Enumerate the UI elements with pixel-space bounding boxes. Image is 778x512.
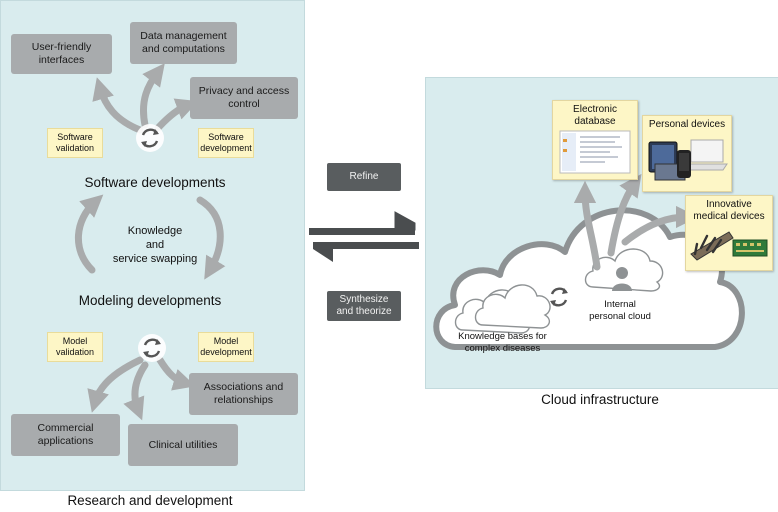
electronic-database-card: Electronic database (552, 100, 638, 180)
research-development-title: Research and development (67, 493, 233, 508)
database-screenshot-icon (559, 130, 631, 174)
medical-devices-icon (690, 231, 768, 261)
software-developments-label: Software developments (84, 175, 226, 190)
modeling-developments-label: Modeling developments (78, 293, 222, 308)
clinical-utilities-box: Clinical utilities (128, 424, 238, 466)
associations-relationships-box: Associations and relationships (189, 373, 298, 415)
person-icon (616, 267, 628, 279)
software-validation-tag: Software validation (47, 128, 103, 158)
user-friendly-interfaces-box: User-friendly interfaces (11, 34, 112, 74)
cloud-infrastructure-title: Cloud infrastructure (541, 392, 659, 407)
data-management-box: Data management and computations (130, 22, 237, 64)
personal-devices-card: Personal devices (642, 115, 732, 192)
knowledge-bases-label: Knowledge bases for complex diseases (458, 331, 547, 354)
devices-icon (648, 139, 728, 181)
refine-label: Refine (327, 163, 401, 191)
software-development-tag: Software development (198, 128, 254, 158)
synthesize-theorize-label: Synthesize and theorize (327, 291, 401, 321)
cloud-graphics (433, 173, 745, 350)
privacy-access-box: Privacy and access control (190, 77, 298, 119)
innovative-devices-card: Innovative medical devices (685, 195, 773, 271)
commercial-applications-box: Commercial applications (11, 414, 120, 456)
equilibrium-arrows (309, 211, 419, 262)
model-cycle-icon (138, 334, 166, 362)
cloud-cycle-icon (550, 287, 568, 307)
software-cycle-icon (136, 124, 164, 152)
electronic-database-label: Electronic database (573, 104, 617, 127)
knowledge-swapping-label: Knowledge and service swapping (112, 225, 198, 265)
model-development-tag: Model development (198, 332, 254, 362)
internal-cloud-label: Internal personal cloud (589, 299, 651, 322)
model-validation-tag: Model validation (47, 332, 103, 362)
personal-devices-label: Personal devices (648, 119, 726, 130)
innovative-devices-label: Innovative medical devices (693, 199, 765, 222)
left-arrows (75, 63, 226, 421)
